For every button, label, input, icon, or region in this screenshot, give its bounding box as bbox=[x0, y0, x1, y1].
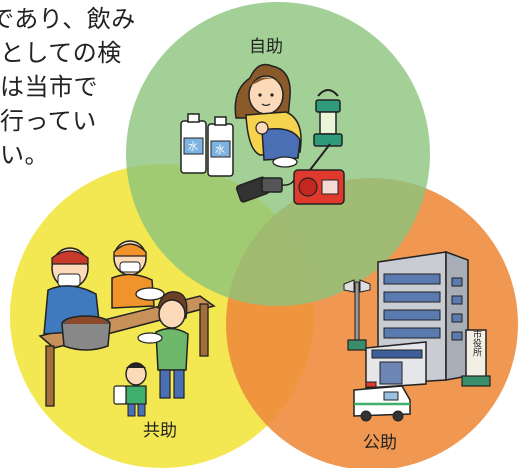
background-paragraph: であり、飲み としての検 は当市で 行ってい い。 bbox=[0, 2, 180, 172]
water-label: 水 bbox=[188, 141, 198, 153]
radio-icon bbox=[293, 143, 345, 205]
background-text-line-5: い。 bbox=[0, 141, 49, 169]
mutual-help-illustration bbox=[38, 240, 216, 417]
loudspeaker-pole-icon bbox=[343, 279, 371, 351]
public-help-label: 公助 bbox=[363, 433, 397, 453]
lantern-icon bbox=[313, 89, 343, 147]
background-text-line-4: 行ってい bbox=[0, 107, 97, 135]
background-text-line-2: としての検 bbox=[0, 39, 122, 67]
annex-building-icon bbox=[365, 341, 427, 389]
background-text-line-1: であり、飲み bbox=[0, 5, 136, 33]
mobile-charger-icon bbox=[235, 176, 296, 203]
serving-woman-icon bbox=[111, 240, 165, 309]
self-help-label: 自助 bbox=[249, 37, 283, 57]
child-icon bbox=[113, 362, 147, 417]
water-bottle-icon: 水 bbox=[180, 113, 207, 174]
water-label: 水 bbox=[215, 144, 225, 156]
helper-woman-icon bbox=[137, 291, 189, 399]
ambulance-icon bbox=[353, 381, 411, 422]
city-hall-sign-icon: 市役所 bbox=[461, 328, 491, 387]
water-bottle-icon: 水 bbox=[207, 116, 234, 177]
background-text-line-3: は当市で bbox=[0, 73, 98, 101]
cooking-pot-icon bbox=[61, 315, 111, 351]
city-hall-sign-text: 市役所 bbox=[471, 328, 482, 357]
public-help-illustration: 市役所 bbox=[343, 250, 491, 422]
mutual-help-label: 共助 bbox=[143, 421, 177, 441]
self-help-illustration: 水 水 bbox=[180, 63, 345, 205]
sitting-person-icon bbox=[234, 63, 302, 168]
